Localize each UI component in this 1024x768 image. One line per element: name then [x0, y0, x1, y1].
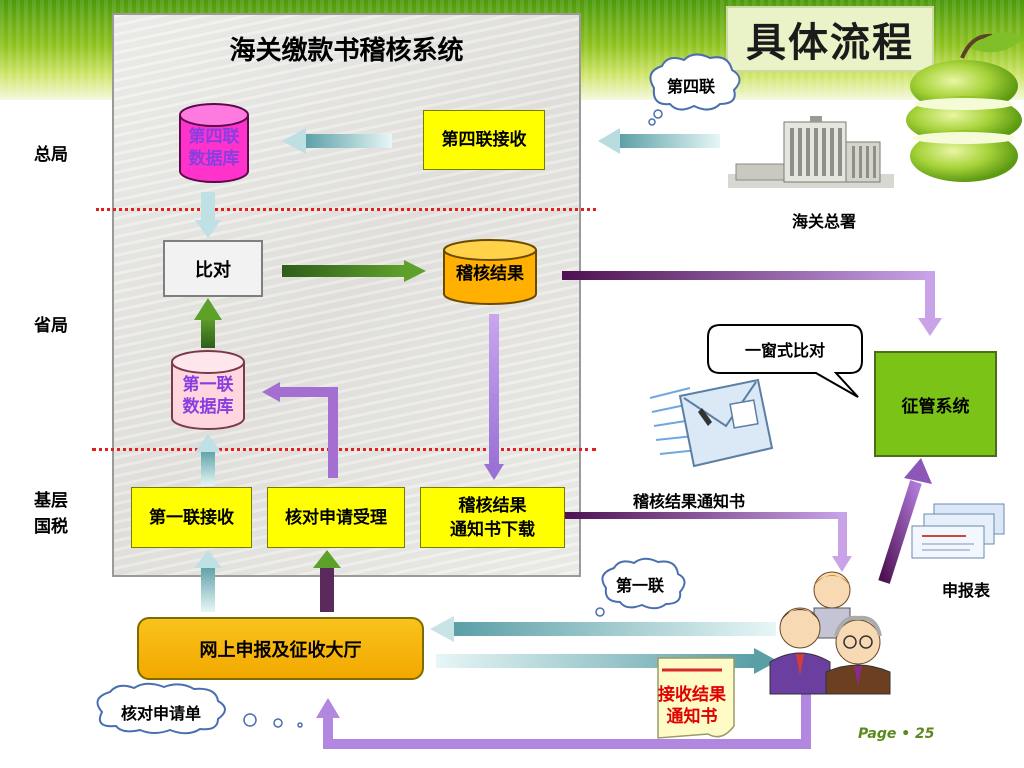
arrow-taxpayer-to-hall-loop [316, 694, 811, 749]
arrow-recv4-to-db4 [282, 128, 392, 154]
thought-dots [243, 713, 303, 728]
taxpayer-people-icon [769, 571, 891, 695]
page-number: Page • 25 [858, 726, 935, 742]
one-window-bubble [707, 324, 863, 398]
level-province: 省局 [34, 316, 68, 336]
verify-form-label: 核对申请单 [120, 704, 201, 723]
arrow-compare-to-audit [282, 260, 426, 282]
level-head-office: 总局 [34, 145, 68, 165]
arrow-db1-to-compare [194, 298, 222, 348]
compare-box: 比对 [163, 240, 263, 297]
download-box: 稽核结果 通知书下载 [420, 487, 565, 548]
report-forms-icon [911, 503, 1005, 559]
audit-result-label: 稽核结果 [456, 264, 524, 284]
arrow-verify-to-db1 [262, 382, 338, 478]
arrow-recv1-to-db1 [195, 434, 221, 486]
db4-label: 第四联 数据库 [188, 127, 240, 169]
report-caption: 申报表 [942, 581, 991, 600]
level-grassroots: 基层 国税 [34, 491, 68, 537]
one-window-label: 一窗式比对 [744, 341, 825, 360]
separator-head-province [96, 208, 596, 211]
notice-envelope-icon [649, 378, 774, 468]
slide-title: 具体流程 [726, 6, 934, 72]
receive-notice-doc [657, 657, 735, 739]
audit-result-cylinder [443, 239, 537, 305]
arrow-taxpayer-to-hall [430, 616, 776, 642]
online-hall-box: 网上申报及征收大厅 [137, 617, 424, 680]
system-title: 海关缴款书稽核系统 [229, 36, 464, 66]
tax-system-box: 征管系统 [874, 351, 997, 457]
db1-cylinder [171, 350, 245, 430]
arrow-hall-to-recv1 [194, 550, 222, 612]
db4-cylinder [179, 103, 249, 183]
arrow-download-to-taxpayer [562, 512, 852, 572]
fourth-copy-cloud [648, 53, 741, 126]
arrow-db4-to-compare [195, 192, 221, 238]
receive-notice-label: 接收结果 通知书 [658, 685, 726, 727]
notice-caption: 稽核结果通知书 [633, 492, 746, 511]
arrow-audit-to-download [484, 314, 504, 480]
recv1-box: 第一联接收 [131, 487, 252, 548]
verify-box: 核对申请受理 [267, 487, 405, 548]
arrow-taxpayer-to-taxsystem [878, 458, 932, 584]
fourth-copy-label: 第四联 [666, 77, 715, 96]
arrow-audit-to-taxsystem [562, 271, 942, 336]
apple-illustration [906, 32, 1024, 182]
first-copy-cloud [595, 557, 686, 617]
arrow-hall-to-verify [313, 550, 341, 612]
db1-label: 第一联 数据库 [182, 375, 234, 417]
verify-form-cloud [96, 682, 226, 735]
arrow-customs-to-recv4 [598, 128, 720, 154]
first-copy-label: 第一联 [615, 576, 664, 595]
customs-building-icon [728, 116, 894, 188]
separator-province-grassroots [92, 448, 596, 451]
customs-caption: 海关总署 [792, 212, 857, 231]
recv4-box: 第四联接收 [423, 110, 545, 170]
